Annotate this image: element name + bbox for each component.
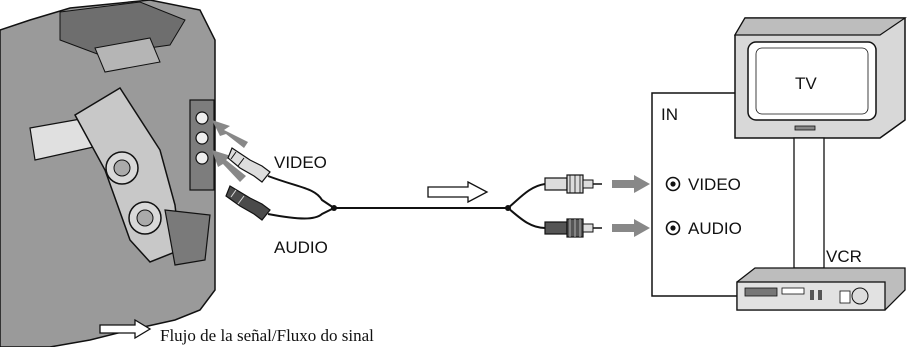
input-audio-label: AUDIO: [688, 219, 742, 238]
camera-video-plug: [227, 147, 271, 183]
cable-junction-right: [505, 205, 511, 211]
camera-insert-arrows: [212, 120, 248, 182]
tv-set: [733, 17, 907, 139]
camera-video-label: VIDEO: [274, 153, 327, 172]
av-cable: [267, 175, 546, 229]
legend-arrow-icon: [99, 318, 152, 340]
input-audio-plug: [544, 218, 602, 238]
audio-jack-icon: [665, 220, 681, 236]
video-input-arrow: [612, 175, 650, 193]
input-video-label: VIDEO: [688, 175, 741, 194]
video-jack-icon: [665, 176, 681, 192]
camcorder: [0, 0, 216, 348]
legend-signal-flow: Flujo de la señal/Fluxo do sinal: [160, 326, 374, 345]
tv-label: TV: [795, 74, 817, 93]
vcr-label: VCR: [826, 247, 862, 266]
input-panel-label: IN: [661, 105, 678, 124]
input-video-plug: [544, 174, 602, 194]
audio-input-arrow: [612, 219, 650, 237]
camera-audio-plug: [225, 185, 271, 221]
tv-stand: [793, 137, 825, 269]
cable-junction-left: [331, 205, 337, 211]
camera-audio-label: AUDIO: [274, 238, 328, 257]
signal-flow-arrow: [427, 180, 489, 204]
vcr-unit: [736, 267, 906, 311]
